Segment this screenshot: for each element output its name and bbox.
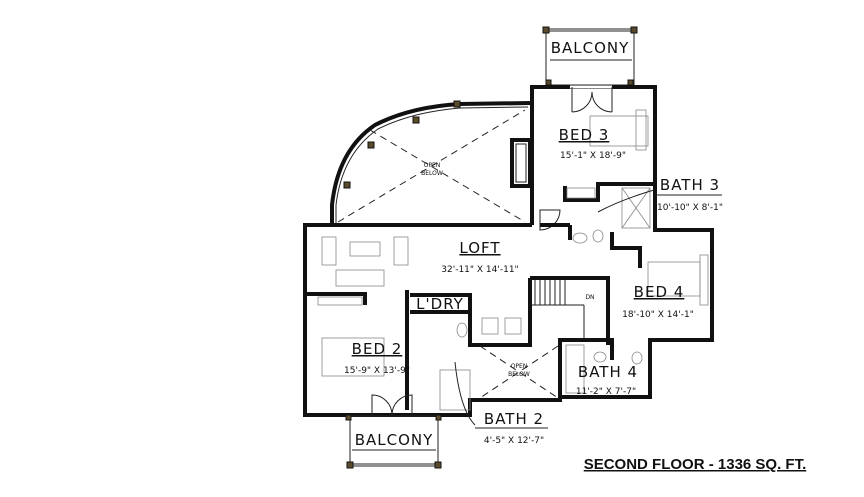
bath2-label: BATH 2 <box>484 410 544 428</box>
bed2-dims: 15'-9" X 13'-9" <box>344 366 410 376</box>
loft-label: LOFT <box>459 239 500 257</box>
bed4-label: BED 4 <box>634 283 685 301</box>
open-below-1-line1: OPEN <box>424 162 441 169</box>
bath2-dims: 4'-5" X 12'-7" <box>484 436 544 446</box>
bed2-label: BED 2 <box>352 340 403 358</box>
open-below-2-line1: OPEN <box>511 363 528 370</box>
chairs <box>481 317 522 335</box>
bath4-label: BATH 4 <box>578 363 638 381</box>
bed3-dims: 15'-1" X 18'-9" <box>560 151 626 161</box>
main-walls <box>303 223 714 417</box>
balcony-bottom <box>345 414 442 469</box>
bath3-dims: 10'-10" X 8'-1" <box>657 203 723 213</box>
open-below-2-line2: BELOW <box>508 371 530 378</box>
bath4-dims: 11'-2" X 7'-7" <box>576 387 636 397</box>
laundry-label: L'DRY <box>416 295 464 313</box>
bed3-label: BED 3 <box>559 126 610 144</box>
bed3-walls <box>530 85 657 244</box>
balcony-top-label: BALCONY <box>551 39 630 57</box>
open-below-1-line2: BELOW <box>421 170 443 177</box>
stair-down-note: DN <box>585 294 594 301</box>
bed4-dims: 18'-10" X 14'-1" <box>622 310 694 320</box>
loft-dims: 32'-11" X 14'-11" <box>441 265 518 275</box>
open-below-upper-area <box>330 100 532 225</box>
balcony-bottom-label: BALCONY <box>355 431 434 449</box>
floor-title: SECOND FLOOR - 1336 SQ. FT. <box>584 456 807 473</box>
bath3-label: BATH 3 <box>660 176 720 194</box>
